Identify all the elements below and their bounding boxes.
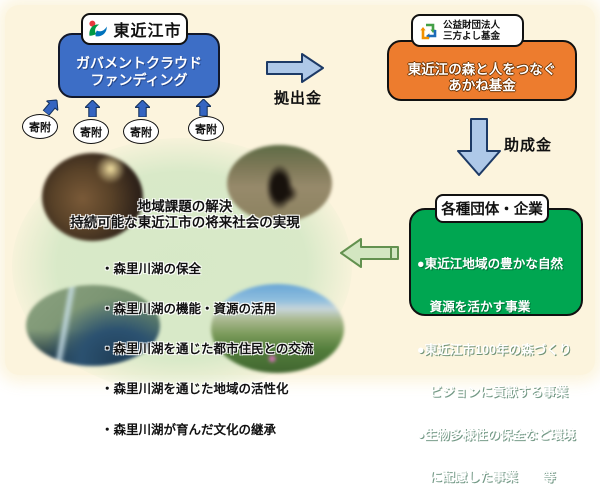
outcome-title-line1: 地域課題の解決 — [137, 199, 233, 214]
outcome-bullet-list: ・森里川湖の保全 ・森里川湖の機能・資源の活用 ・森里川湖を通じた都市住民との交… — [101, 236, 313, 451]
city-badge-label: 東近江市 — [113, 23, 182, 40]
crowdfunding-line2: ファンディング — [90, 72, 188, 88]
donation-arrow-icon — [135, 100, 150, 117]
organizations-box — [409, 208, 583, 316]
foundation-badge: 公益財団法人 三方よし基金 — [411, 14, 524, 47]
donation-arrow-icon — [85, 100, 100, 117]
foundation-badge-line1: 公益財団法人 — [443, 19, 501, 31]
donation-badge: 寄附 — [73, 119, 109, 144]
organization-item-line: ●生物多様性の保全など環境 — [417, 427, 576, 442]
craftsman-workshop-photo — [42, 153, 143, 241]
akane-fund-box: 東近江の森と人をつなぐ あかね基金 — [387, 40, 577, 101]
organization-item-line: ●東近江市100年の森づくり — [417, 342, 572, 357]
river-delta-aerial-photo — [26, 285, 160, 366]
donation-badge: 寄附 — [123, 119, 159, 144]
city-logo-icon — [87, 19, 110, 39]
foundation-logo-icon — [419, 21, 439, 41]
crowdfunding-line1: ガバメントクラウド — [76, 55, 202, 71]
outcome-bullet: ・森里川湖の機能・資源の活用 — [101, 302, 277, 317]
organization-item-line: 資源を活かす事業 — [417, 300, 531, 315]
donation-label: 寄附 — [29, 121, 51, 134]
flying-eagle-photo — [227, 145, 332, 222]
organization-item-line: に配慮した事業 等 — [417, 470, 556, 485]
outcome-bullet: ・森里川湖を通じた都市住民との交流 — [101, 342, 314, 357]
donation-badge: 寄附 — [188, 116, 224, 141]
contribution-arrow-icon — [266, 53, 324, 83]
mountain-lake-view-photo — [211, 284, 344, 373]
donation-label: 寄附 — [80, 126, 102, 139]
foundation-badge-text: 公益財団法人 三方よし基金 — [443, 20, 500, 42]
organizations-list: ●東近江地域の豊かな自然 資源を活かす事業 ●東近江市100年の森づくり ビジョ… — [417, 229, 579, 499]
outcome-title-line2: 持続可能な東近江市の将来社会の実現 — [70, 214, 300, 230]
donation-arrow-icon — [196, 99, 211, 116]
organizations-badge: 各種団体・企業 — [435, 194, 549, 223]
organization-item-line: ●東近江地域の豊かな自然 — [417, 257, 564, 272]
grant-arrow-icon — [457, 118, 501, 176]
grant-label: 助成金 — [504, 137, 553, 154]
outcome-arrow-icon — [340, 236, 400, 270]
fund-box-line2: あかね基金 — [448, 77, 516, 93]
donation-badge: 寄附 — [22, 114, 58, 139]
outcome-bullet: ・森里川湖の保全 — [101, 261, 202, 276]
outcome-bullet: ・森里川湖を通じた地域の活性化 — [101, 382, 289, 397]
donation-arrow-icon — [40, 95, 62, 118]
outcome-title: 地域課題の解決 持続可能な東近江市の将来社会の実現 — [35, 199, 335, 230]
donation-label: 寄附 — [130, 126, 152, 139]
contribution-label: 拠出金 — [273, 90, 322, 107]
fund-box-line1: 東近江の森と人をつなぐ — [407, 62, 557, 77]
donation-label: 寄附 — [195, 123, 217, 136]
organization-item-line: ビジョンに貢献する事業 — [417, 385, 569, 400]
foundation-badge-line2: 三方よし基金 — [443, 30, 501, 42]
city-badge: 東近江市 — [81, 13, 188, 45]
outcome-bullet: ・森里川湖が育んだ文化の継承 — [101, 422, 277, 437]
